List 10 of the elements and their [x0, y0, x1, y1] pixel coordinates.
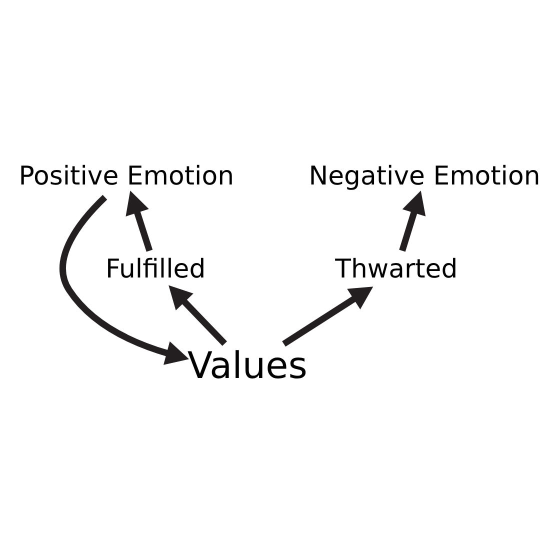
node-text: Values: [187, 343, 308, 386]
node-text: Negative Emotion: [308, 160, 540, 191]
node-text: Positive Emotion: [18, 160, 234, 191]
arrow: [168, 284, 228, 346]
arrow: [60, 194, 190, 364]
node-text: Fulfilled: [105, 254, 206, 284]
arrow: [399, 190, 426, 252]
arrow: [282, 286, 374, 346]
node-text: Thwarted: [335, 254, 458, 284]
arrow: [126, 190, 153, 252]
